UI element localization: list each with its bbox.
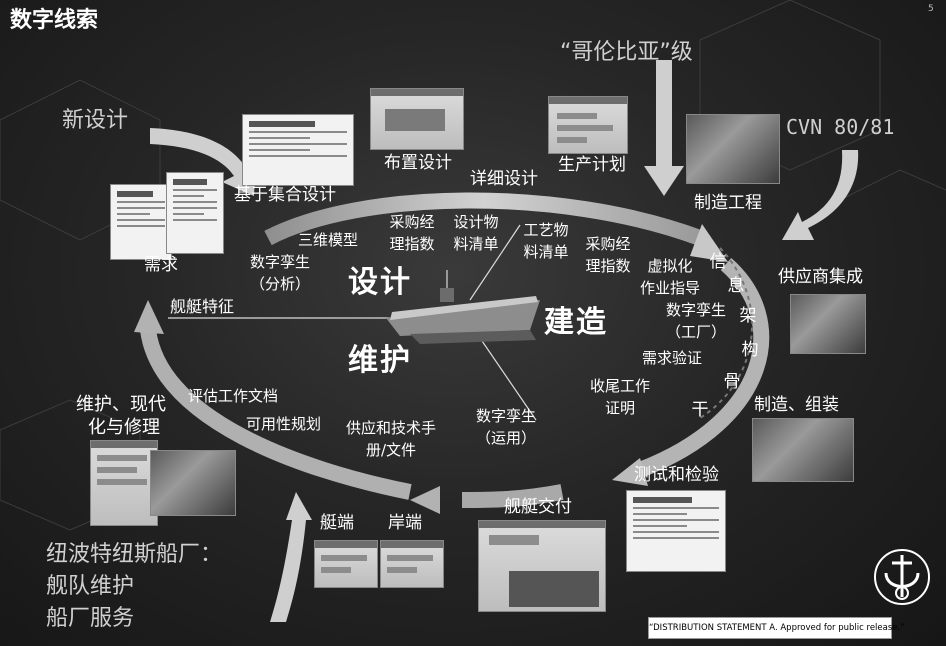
production-planning-label: 生产计划 [558, 156, 626, 176]
distribution-statement: “DISTRIBUTION STATEMENT A. Approved for … [648, 617, 892, 639]
shipboard-label: 艇端 [320, 514, 354, 534]
requirements-doc-thumbnail-2 [166, 172, 224, 254]
page-number: 5 [928, 4, 934, 14]
assess-work-docs-label: 评估工作文档 [188, 388, 278, 405]
shipyard-label-line2: 舰队维护 [46, 574, 134, 599]
backbone-char-4: 构 [740, 336, 760, 364]
production-planning-thumbnail [548, 96, 628, 154]
requirements-label: 需求 [144, 256, 178, 276]
manufacture-assembly-label: 制造、组装 [754, 396, 839, 416]
virtual-work-line2: 作业指导 [632, 280, 708, 297]
maintenance-label-line1: 维护、现代 [76, 395, 166, 416]
manufacturing-engineering-photo [686, 114, 780, 184]
twin-analysis-line2: （分析） [240, 276, 320, 293]
maintenance-label-line2: 化与修理 [88, 418, 160, 439]
availability-planning-label: 可用性规划 [246, 416, 321, 433]
shore-thumbnail [380, 540, 444, 588]
shipyard-label-line3: 船厂服务 [46, 606, 134, 631]
purchase-index-1-line2: 理指数 [382, 236, 442, 253]
supplier-integration-photo [790, 294, 866, 354]
twin-factory-line2: （工厂） [656, 324, 736, 341]
set-based-design-thumbnail [242, 114, 354, 186]
twin-factory-line1: 数字孪生 [656, 302, 736, 319]
purchase-index-2-line1: 采购经 [578, 236, 638, 253]
phase-design: 设计 [348, 266, 412, 301]
twin-operation-line1: 数字孪生 [466, 408, 546, 425]
backbone-char-1: 信 [708, 248, 728, 276]
set-based-design-label: 基于集合设计 [234, 186, 336, 206]
virtual-work-line1: 虚拟化 [632, 258, 708, 275]
shipyard-label-line1: 纽波特纽斯船厂： [46, 542, 222, 567]
detail-design-label: 详细设计 [470, 170, 538, 190]
navy-seal-logo [872, 547, 932, 607]
maintenance-photo [150, 450, 236, 516]
manufacturing-engineering-label: 制造工程 [694, 194, 762, 214]
purchase-index-2-line2: 理指数 [578, 258, 638, 275]
supply-manual-line1: 供应和技术手 [334, 420, 448, 437]
phase-maintain: 维护 [348, 344, 412, 379]
arrangement-design-label: 布置设计 [384, 154, 452, 174]
closeout-line2: 证明 [580, 400, 660, 417]
phase-build: 建造 [544, 306, 608, 341]
ship-delivery-thumbnail [478, 520, 606, 612]
process-bom-line2: 料清单 [516, 244, 576, 261]
supplier-integration-label: 供应商集成 [778, 268, 863, 288]
maintenance-screen-thumbnail [90, 440, 158, 526]
test-inspection-doc-thumbnail [626, 490, 726, 572]
arrangement-design-thumbnail [370, 88, 464, 150]
requirements-verification-label: 需求验证 [642, 350, 702, 367]
twin-operation-line2: （运用） [466, 430, 546, 447]
process-bom-line1: 工艺物 [516, 222, 576, 239]
twin-analysis-line1: 数字孪生 [240, 254, 320, 271]
columbia-class-label: “哥伦比亚”级 [560, 40, 693, 65]
closeout-line1: 收尾工作 [580, 378, 660, 395]
ship-delivery-label: 舰艇交付 [504, 498, 572, 518]
backbone-char-6: 干 [690, 396, 710, 424]
design-bom-line1: 设计物 [446, 214, 506, 231]
purchase-index-1-line1: 采购经 [382, 214, 442, 231]
new-design-label: 新设计 [62, 108, 128, 133]
model-3d-label: 三维模型 [298, 232, 358, 249]
shore-label: 岸端 [388, 514, 422, 534]
cvn-label: CVN 80/81 [786, 116, 894, 139]
shipboard-thumbnail [314, 540, 378, 588]
backbone-char-3: 架 [738, 302, 758, 330]
backbone-char-2: 息 [726, 272, 746, 300]
backbone-char-5: 骨 [722, 368, 742, 396]
requirements-doc-thumbnail-1 [110, 184, 172, 260]
supply-manual-line2: 册/文件 [334, 442, 448, 459]
design-bom-line2: 料清单 [446, 236, 506, 253]
manufacture-assembly-photo [752, 418, 854, 482]
page-title: 数字线索 [10, 8, 98, 33]
test-inspection-label: 测试和检验 [634, 466, 719, 486]
ship-characteristics-label: 舰艇特征 [170, 298, 234, 316]
